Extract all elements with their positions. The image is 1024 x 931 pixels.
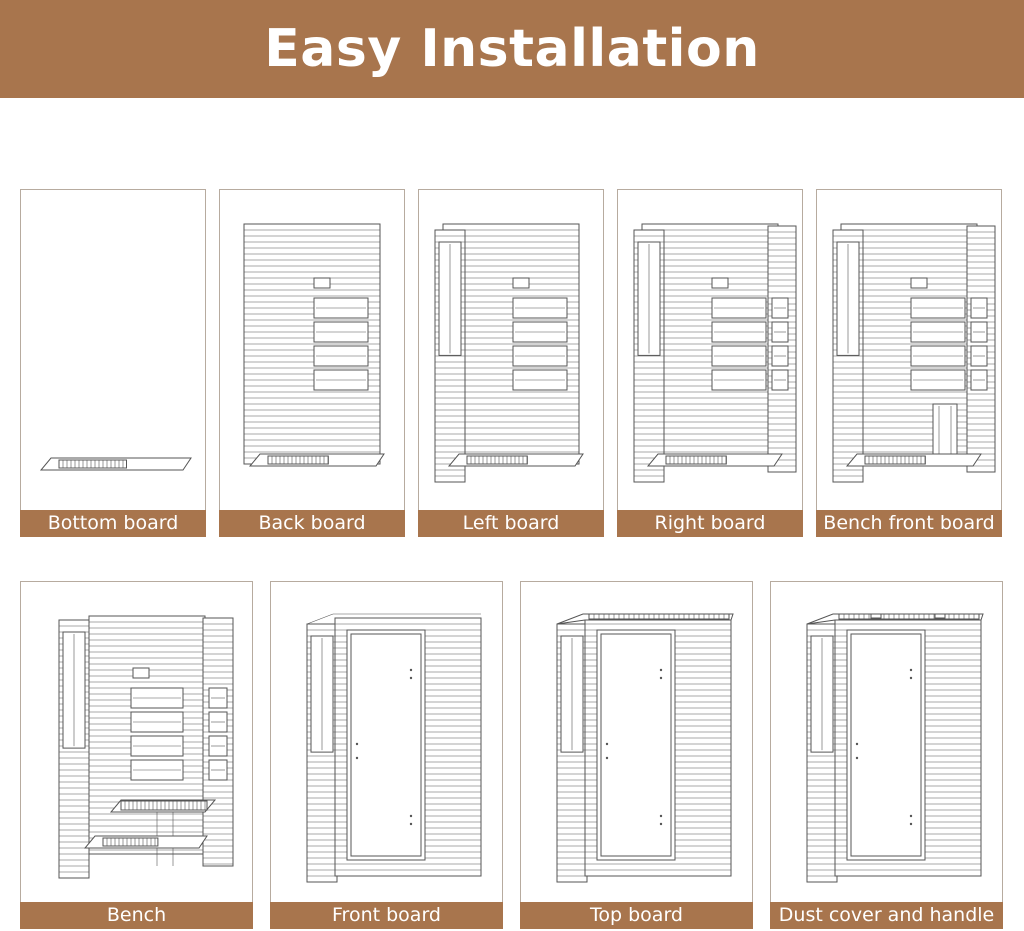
dust-cover-and-handle-illustration: [806, 613, 984, 883]
header-banner: Easy Installation: [0, 0, 1024, 98]
hinge-dot: [909, 822, 913, 826]
step-label: Dust cover and handle: [770, 902, 1003, 929]
hinge-dot: [909, 676, 913, 680]
hinge-dot: [659, 814, 663, 818]
floor-grate: [267, 455, 329, 465]
top-edge: [306, 613, 334, 625]
step-card-right-board: Right board: [617, 189, 803, 537]
hinge-dot: [909, 668, 913, 672]
floor-grate: [864, 455, 926, 465]
dust-cover: [934, 613, 946, 619]
back-vent: [512, 277, 530, 289]
floor-grate: [466, 455, 528, 465]
back-vent: [910, 277, 928, 289]
glass-door-inner: [600, 633, 672, 857]
step-card-front-board: Front board: [270, 581, 503, 929]
step-card-back-board: Back board: [219, 189, 405, 537]
step-label: Front board: [270, 902, 503, 929]
step-label: Bottom board: [20, 510, 206, 537]
hinge-dot: [409, 676, 413, 680]
front-board-illustration: [306, 613, 482, 883]
glass-door-inner: [850, 633, 922, 857]
handle-dot: [355, 756, 359, 760]
handle-dot: [855, 742, 859, 746]
left-board-illustration: [434, 223, 584, 483]
hinge-dot: [909, 814, 913, 818]
handle-dot: [855, 756, 859, 760]
handle-dot: [355, 742, 359, 746]
step-card-dust-cover-and-handle: Dust cover and handle: [770, 581, 1003, 929]
glass-door-inner: [350, 633, 422, 857]
step-label: Top board: [520, 902, 753, 929]
back-vent: [313, 277, 331, 289]
top-board-illustration: [556, 613, 734, 883]
bottom-board-illustration: [39, 457, 192, 471]
hinge-dot: [409, 822, 413, 826]
floor-grate: [665, 455, 727, 465]
back-vent: [132, 667, 150, 679]
bench-seat-slats: [120, 800, 208, 811]
hinge-dot: [659, 676, 663, 680]
handle-dot: [605, 756, 609, 760]
floor-grate: [102, 837, 159, 847]
hinge-dot: [409, 814, 413, 818]
page-title: Easy Installation: [264, 19, 760, 79]
dust-cover: [870, 613, 882, 619]
back-board: [88, 615, 206, 855]
back-board-illustration: [243, 223, 385, 467]
step-label: Left board: [418, 510, 604, 537]
hinge-dot: [659, 668, 663, 672]
bench-front-board-illustration: [832, 223, 996, 483]
step-label: Right board: [617, 510, 803, 537]
floor-grate: [58, 459, 127, 469]
step-card-left-board: Left board: [418, 189, 604, 537]
back-vent: [711, 277, 729, 289]
right-board-illustration: [633, 223, 797, 483]
step-card-top-board: Top board: [520, 581, 753, 929]
hinge-dot: [659, 822, 663, 826]
handle-dot: [605, 742, 609, 746]
bench-illustration: [58, 615, 234, 879]
step-label: Bench front board: [816, 510, 1002, 537]
step-card-bench: Bench: [20, 581, 253, 929]
step-label: Bench: [20, 902, 253, 929]
step-label: Back board: [219, 510, 405, 537]
step-card-bottom-board: Bottom board: [20, 189, 206, 537]
hinge-dot: [409, 668, 413, 672]
step-card-bench-front-board: Bench front board: [816, 189, 1002, 537]
